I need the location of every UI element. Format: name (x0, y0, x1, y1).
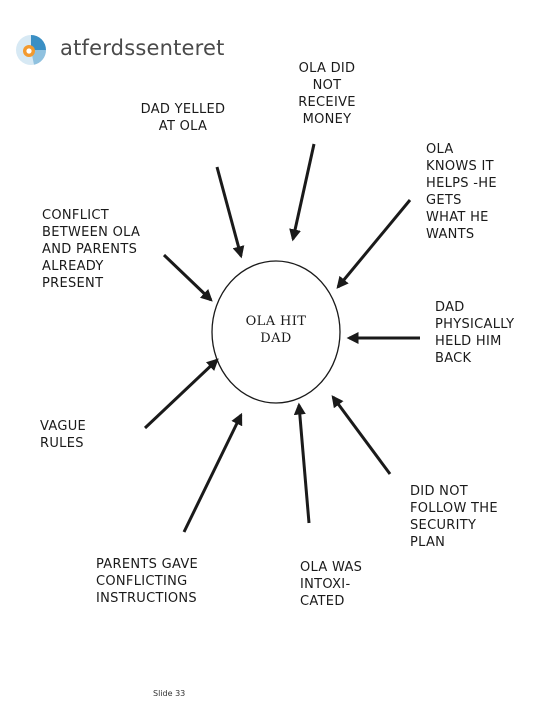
hub-circle (211, 260, 341, 404)
cause-conflict: CONFLICT BETWEEN OLA AND PARENTS ALREADY… (42, 208, 141, 291)
arrow-intoxicated (293, 402, 311, 524)
logo: atferdssenteret (14, 32, 224, 68)
cause-no-money: OLA DID NOT RECEIVE MONEY (298, 61, 356, 127)
arrow-vague-rules (143, 358, 219, 430)
arrow-knows-it-helps (336, 199, 412, 289)
cause-dad-yelled: DAD YELLED AT OLA (140, 102, 226, 134)
logo-text: atferdssenteret (60, 36, 225, 60)
cause-intoxicated: OLA WAS INTOXI- CATED (300, 560, 363, 609)
arrow-no-money (289, 143, 316, 242)
slide-number: Slide 33 (153, 689, 186, 698)
cause-security-plan: DID NOT FOLLOW THE SECURITY PLAN (410, 484, 498, 550)
arrow-conflicting-instructions (182, 412, 243, 533)
arrow-security-plan (331, 395, 392, 475)
cause-conflicting-instructions: PARENTS GAVE CONFLICTING INSTRUCTIONS (96, 557, 199, 606)
cause-knows-it-helps: OLA KNOWS IT HELPS -HE GETS WHAT HE WANT… (426, 142, 497, 242)
arrow-dad-yelled (215, 166, 245, 259)
cause-vague-rules: VAGUE RULES (40, 419, 87, 451)
cause-held-back: DAD PHYSICALLY HELD HIM BACK (435, 300, 515, 366)
atferdssenteret-logo-icon (16, 35, 46, 65)
arrow-conflict (162, 253, 213, 302)
hub-label: OLA HIT DAD (245, 314, 307, 346)
